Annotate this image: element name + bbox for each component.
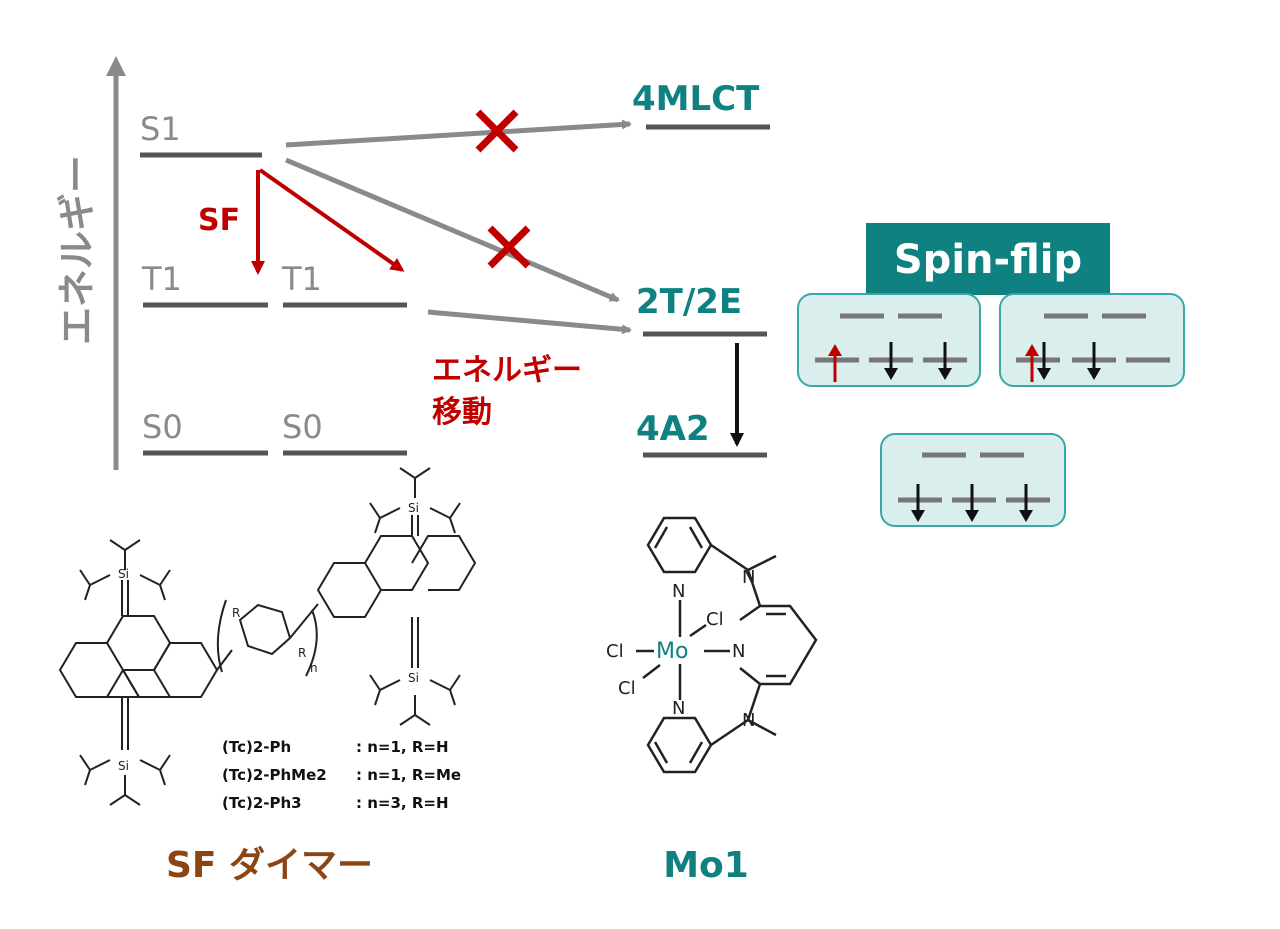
svg-text:N: N [672, 698, 685, 719]
spin-down-arrow-icon [938, 342, 952, 380]
orbital-box-3 [880, 433, 1066, 527]
mo1-atom-labels: N N N N N Cl Cl Cl [606, 567, 755, 731]
dimer-row-name: (Tc)2-Ph [222, 738, 291, 756]
sf-dimer-caption: SF ダイマー [166, 845, 373, 886]
dimer-row-spec: : n=1, R=Me [356, 766, 461, 784]
mo1-caption: Mo1 [663, 845, 749, 886]
orbital-box-2 [999, 293, 1185, 387]
svg-text:Cl: Cl [606, 641, 624, 662]
spin-down-arrow-icon [911, 484, 925, 522]
level-t1-left-label: T1 [141, 260, 182, 298]
dimer-row-spec: : n=1, R=H [356, 738, 449, 756]
level-s1-label: S1 [140, 110, 181, 148]
svg-text:N: N [742, 710, 755, 731]
energy-axis-label: エネルギー [55, 155, 99, 345]
sf-label: SF [198, 203, 240, 238]
svg-text:n: n [310, 661, 318, 675]
sf-dimer-structure [58, 467, 477, 806]
blocked-x-icon [475, 109, 519, 153]
svg-text:Si: Si [118, 759, 129, 773]
dimer-row-name: (Tc)2-PhMe2 [222, 766, 327, 784]
level-a2-label: 4A2 [636, 409, 710, 449]
svg-text:N: N [672, 581, 685, 602]
svg-text:N: N [742, 567, 755, 588]
level-t1-right-label: T1 [281, 260, 322, 298]
svg-text:Si: Si [118, 567, 129, 581]
orbital-box-1 [797, 293, 981, 387]
energy-transfer-label-1: エネルギー [432, 353, 582, 388]
transfer-arrows [285, 119, 632, 335]
dimer-compound-table: (Tc)2-Ph : n=1, R=H (Tc)2-PhMe2 : n=1, R… [222, 738, 461, 812]
dimer-row-spec: : n=3, R=H [356, 794, 449, 812]
svg-text:Cl: Cl [706, 609, 724, 630]
spin-flip-banner [866, 223, 1110, 295]
level-lines [140, 124, 770, 458]
svg-text:Si: Si [408, 671, 419, 685]
svg-text:R: R [298, 646, 306, 660]
spin-down-arrow-icon [1019, 484, 1033, 522]
energy-transfer-label-2: 移動 [432, 395, 492, 430]
spin-down-arrow-icon [1037, 342, 1051, 380]
level-s0-left-label: S0 [142, 408, 183, 446]
spin-up-arrow-icon [828, 344, 842, 382]
mo1-structure [636, 516, 818, 774]
sf-arrows [251, 168, 405, 275]
spin-up-arrow-icon [1025, 344, 1039, 382]
spin-down-arrow-icon [965, 484, 979, 522]
level-s0-right-label: S0 [282, 408, 323, 446]
svg-text:N: N [732, 641, 745, 662]
svg-text:R: R [232, 606, 240, 620]
level-doublet-label: 2T/2E [636, 282, 742, 322]
dimer-row-name: (Tc)2-Ph3 [222, 794, 302, 812]
level-mlct-label: 4MLCT [632, 79, 760, 119]
spin-down-arrow-icon [1087, 342, 1101, 380]
sf-dimer-atom-labels: Si Si Si Si R R n [118, 501, 419, 773]
mo-atom-label: Mo [656, 639, 688, 664]
spin-down-arrow-icon [884, 342, 898, 380]
spin-flip-label: Spin-flip [894, 237, 1082, 283]
blocked-x-icon [487, 225, 531, 269]
svg-text:Cl: Cl [618, 678, 636, 699]
energy-axis [106, 56, 126, 470]
svg-text:Si: Si [408, 501, 419, 515]
